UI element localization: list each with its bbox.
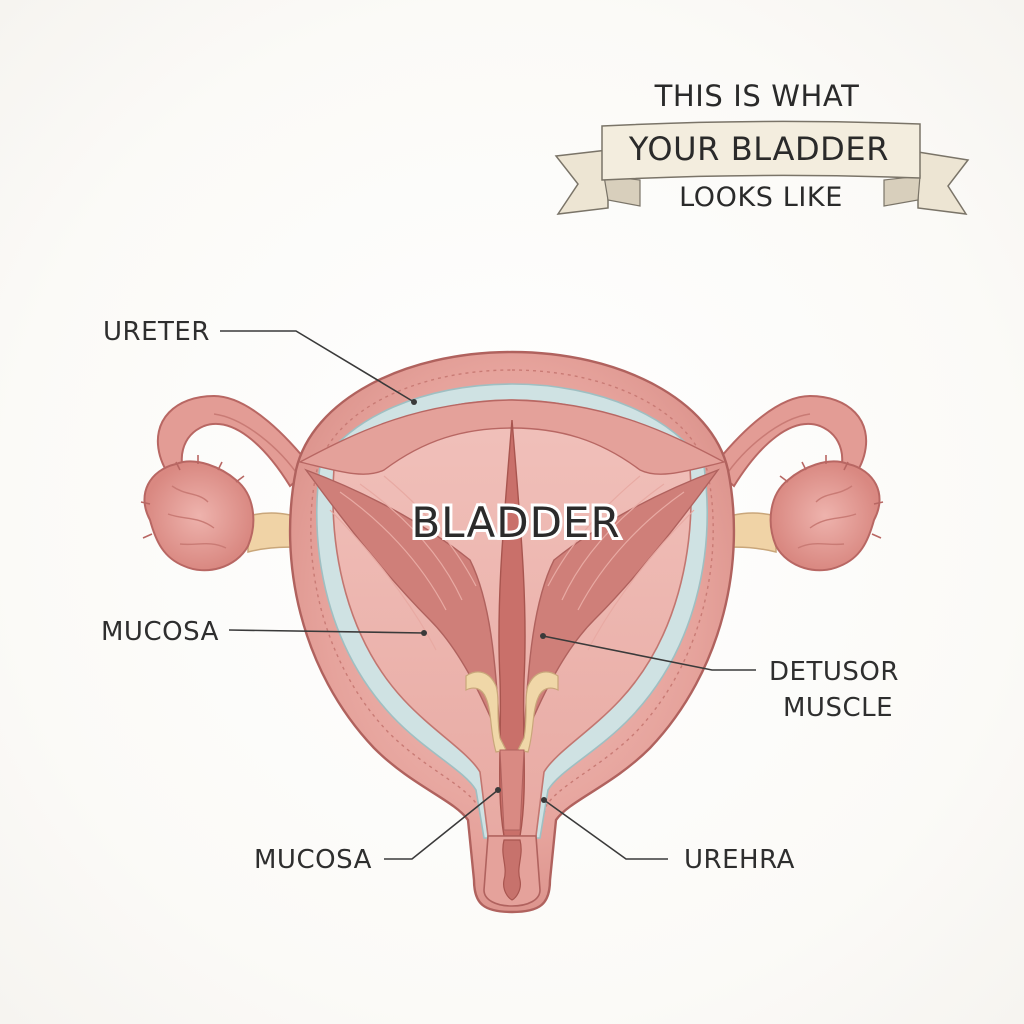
label-ureter: URETER [103,317,210,347]
bladder-title: BLADDER [411,498,620,547]
label-detrusor-line-1: DETUSOR [769,657,899,687]
leader-detrusor-dot [540,633,546,639]
banner-right-tail [917,151,970,215]
left-bulb [140,455,255,572]
banner-left-fold [603,175,641,207]
leader-mucosa-bottom [384,789,499,860]
label-mucosa-left-group: MUCOSA [101,617,427,647]
label-urethra-group: UREHRA [541,797,795,875]
label-mucosa-bottom-group: MUCOSA [254,787,501,875]
label-ureter-group: URETER [103,317,417,405]
label-detrusor-line-2: MUSCLE [783,693,893,723]
bladder-body [288,350,736,914]
leader-ureter [220,330,415,403]
banner-ribbon [601,120,921,181]
banner-line-1: THIS IS WHAT [654,79,860,113]
banner-line-2: YOUR BLADDER [628,130,889,168]
label-urethra: UREHRA [684,845,795,875]
banner-right-fold [883,175,921,207]
label-detrusor-group: DETUSOR MUSCLE [540,633,899,723]
leader-ureter-dot [411,399,417,405]
leader-mucosa-left [228,629,425,634]
leader-detrusor [542,635,756,671]
right-bulb [769,455,884,572]
banner-left-tail [554,149,609,215]
title-banner: THIS IS WHAT YOUR BLADDER LOOKS LIKE [554,79,970,215]
leader-mucosa-bottom-dot [495,787,501,793]
label-mucosa-bottom: MUCOSA [254,845,372,875]
leader-urethra [543,799,668,860]
leader-mucosa-left-dot [421,630,427,636]
banner-line-3: LOOKS LIKE [679,182,843,213]
label-mucosa-left: MUCOSA [101,617,219,647]
leader-urethra-dot [541,797,547,803]
